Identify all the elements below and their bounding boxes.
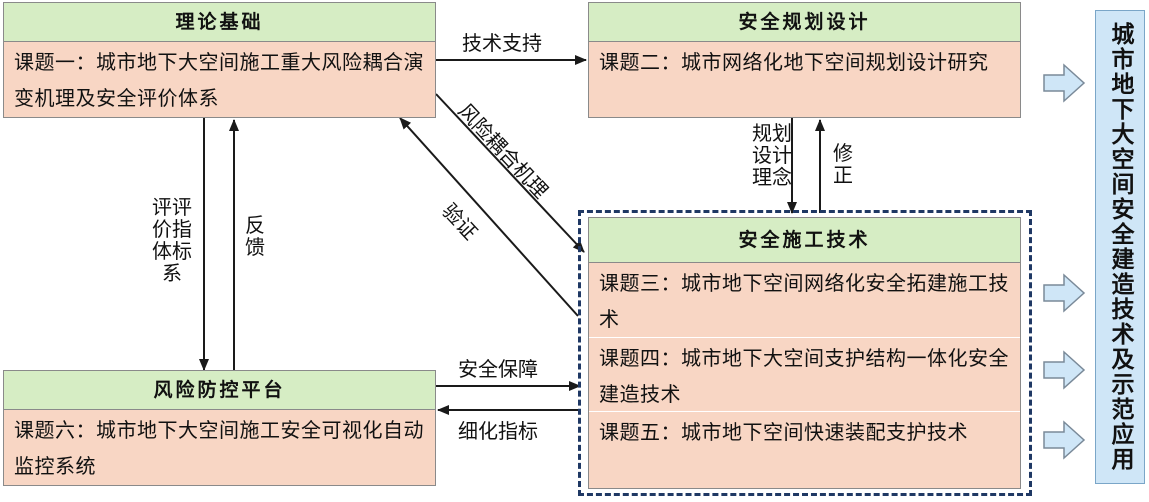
block-arrow-topic4: [1043, 350, 1086, 390]
construction-topic-4: 课题四：城市地下大空间支护结构一体化安全建造技术: [589, 337, 1020, 411]
construction-topic-5: 课题五：城市地下空间快速装配支护技术: [589, 411, 1020, 488]
theory-title: 理论基础: [4, 3, 435, 42]
planning-title: 安全规划设计: [589, 3, 1020, 42]
construction-box: 安全施工技术 课题三：城市地下空间网络化安全拓建施工技术 课题四：城市地下大空间…: [588, 217, 1021, 489]
construction-group-frame: [578, 210, 1032, 496]
label-evaluation: 评评价指体标系: [152, 195, 192, 285]
block-arrows: [1043, 63, 1086, 460]
theory-box: 理论基础 课题一：城市地下大空间施工重大风险耦合演变机理及安全评价体系: [3, 2, 436, 118]
label-safety-guarantee: 安全保障: [458, 357, 538, 381]
construction-title: 安全施工技术: [589, 218, 1020, 263]
block-arrow-planning: [1043, 63, 1086, 103]
label-tech-support: 技术支持: [462, 31, 542, 55]
construction-topic-3: 课题三：城市地下空间网络化安全拓建施工技术: [589, 263, 1020, 337]
theory-topic: 课题一：城市地下大空间施工重大风险耦合演变机理及安全评价体系: [4, 42, 435, 117]
planning-box: 安全规划设计 课题二：城市网络化地下空间规划设计研究: [588, 2, 1021, 118]
label-feedback: 反馈: [245, 213, 265, 259]
arrow-risk-mechanism: [435, 93, 585, 253]
block-arrow-topic5: [1043, 420, 1086, 460]
block-arrow-topic3: [1043, 273, 1086, 313]
side-panel: 城市地下大空间安全建造技术及示范应用: [1095, 10, 1145, 484]
risk-title: 风险防控平台: [4, 371, 435, 410]
label-revise: 修正: [833, 141, 853, 187]
label-refined-index: 细化指标: [458, 419, 538, 443]
label-planning-concept: 规划设计理念: [752, 121, 792, 189]
planning-topic: 课题二：城市网络化地下空间规划设计研究: [589, 42, 1020, 117]
risk-topic: 课题六：城市地下大空间施工安全可视化自动监控系统: [4, 410, 435, 485]
arrow-verify: [399, 117, 579, 317]
risk-box: 风险防控平台 课题六：城市地下大空间施工安全可视化自动监控系统: [3, 370, 436, 486]
side-panel-text: 城市地下大空间安全建造技术及示范应用: [1107, 22, 1133, 472]
